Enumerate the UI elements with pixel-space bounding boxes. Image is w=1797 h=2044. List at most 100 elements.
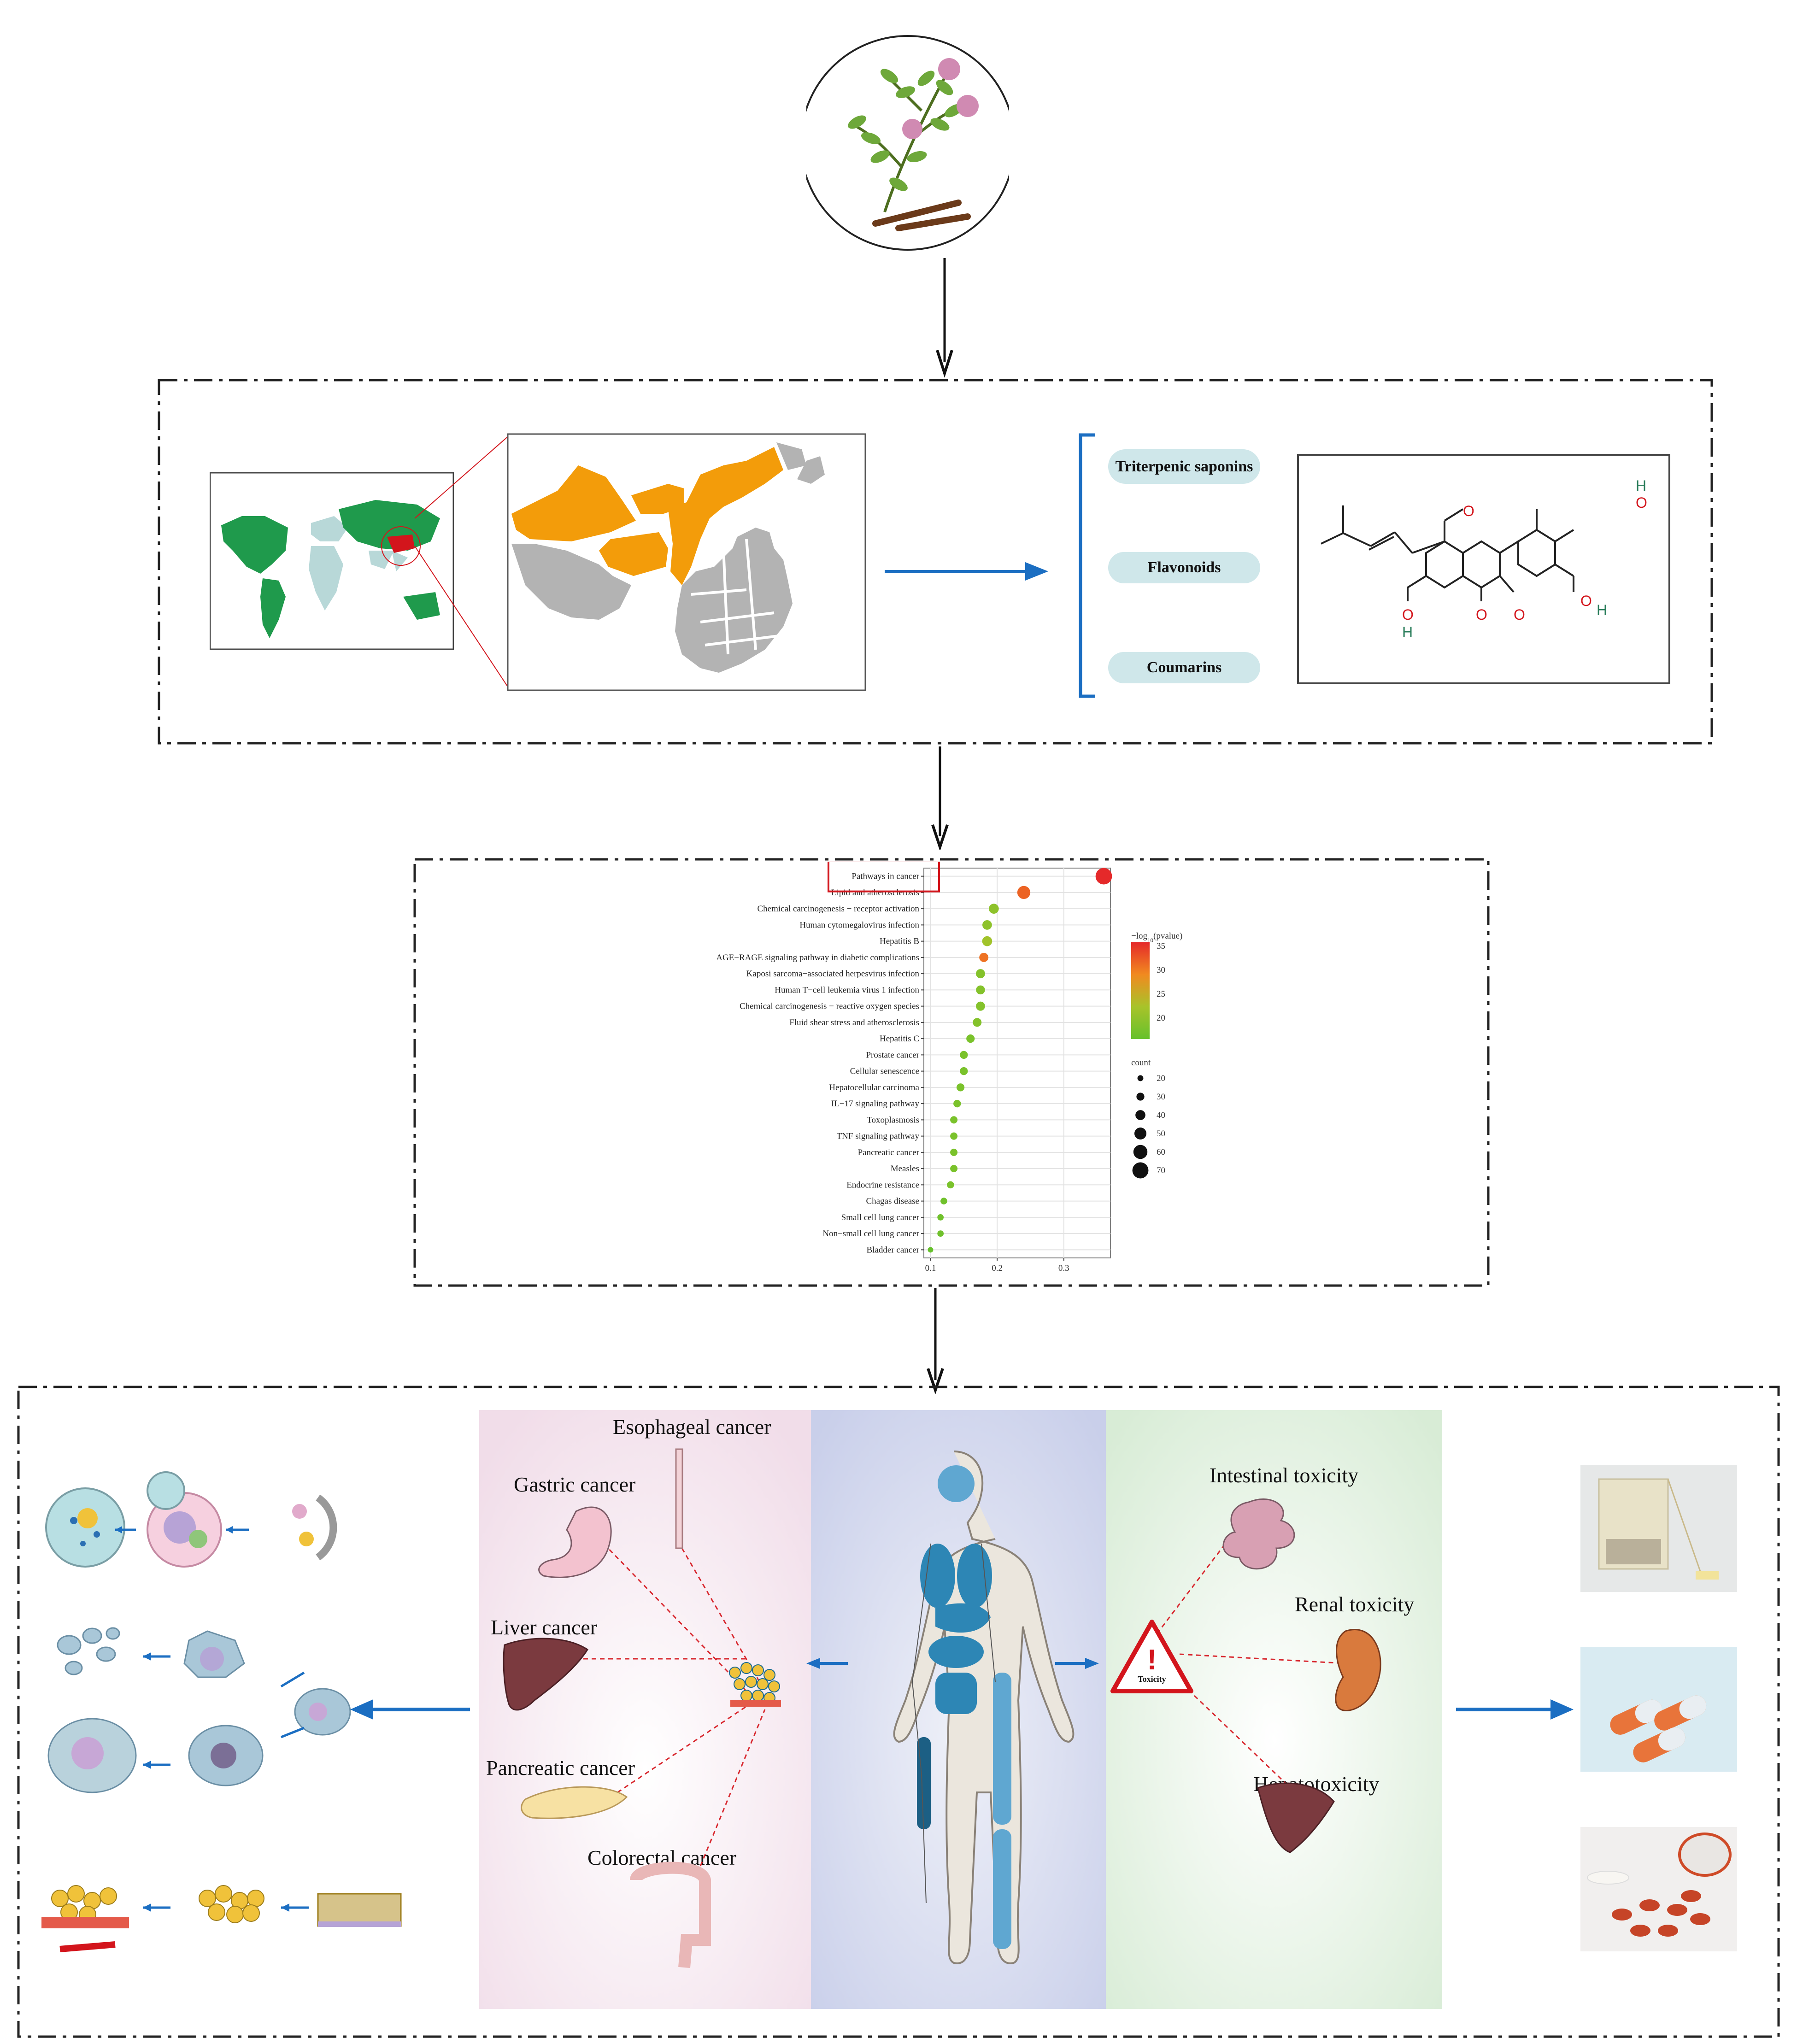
compound-class-pill: Triterpenic saponins bbox=[1108, 449, 1260, 484]
size-legend-tick: 30 bbox=[1157, 1092, 1165, 1102]
pathway-label: Chemical carcinogenesis − reactive oxyge… bbox=[740, 1002, 919, 1011]
molecule-atom-label: O bbox=[1402, 606, 1414, 623]
pathway-label: IL−17 signaling pathway bbox=[831, 1099, 920, 1109]
size-legend-dot bbox=[1135, 1110, 1145, 1120]
enrichment-point bbox=[953, 1099, 961, 1108]
size-legend-tick: 70 bbox=[1157, 1166, 1165, 1175]
flow-arrow-1 bbox=[936, 258, 953, 378]
enrichment-point bbox=[940, 1198, 947, 1204]
molecule-atom-label: H bbox=[1402, 624, 1413, 640]
enrichment-point bbox=[979, 952, 989, 962]
box-mechanism-frame bbox=[17, 1386, 1780, 2038]
x-tick-label: 0.1 bbox=[925, 1263, 936, 1273]
highlight-box bbox=[828, 862, 940, 893]
pathway-label: Cellular senescence bbox=[850, 1067, 919, 1076]
pathway-label: Human cytomegalovirus infection bbox=[799, 920, 919, 930]
product-capsules-image bbox=[1580, 1647, 1737, 1772]
warning-icon: ! bbox=[1147, 1644, 1157, 1676]
pathway-label: Kaposi sarcoma−associated herpesvirus in… bbox=[746, 969, 920, 979]
zoom-lines bbox=[414, 435, 510, 689]
liver-icon bbox=[1257, 1782, 1335, 1853]
autophagy-cell-sequence bbox=[45, 1471, 337, 1568]
enrichment-point bbox=[966, 1034, 975, 1043]
enrichment-point bbox=[956, 1083, 965, 1092]
product-tablets-image bbox=[1580, 1827, 1737, 1951]
box-enrichment-frame bbox=[413, 858, 1490, 1287]
toxicity-label-intestinal: Intestinal toxicity bbox=[1210, 1463, 1359, 1487]
enrichment-point bbox=[937, 1230, 944, 1237]
body-arrows bbox=[806, 1658, 1099, 1669]
pathway-label: Hepatitis C bbox=[880, 1034, 919, 1044]
china-distribution-map bbox=[507, 433, 866, 691]
pathway-label: Lipid and atherosclerosis bbox=[831, 888, 919, 898]
product-tea-bag-image bbox=[1580, 1465, 1737, 1592]
metastasis-cell-sequence bbox=[41, 1885, 402, 1952]
toxicity-label-renal: Renal toxicity bbox=[1295, 1592, 1415, 1616]
size-legend-tick: 40 bbox=[1157, 1110, 1165, 1120]
enrichment-point bbox=[950, 1165, 958, 1173]
pathway-label: TNF signaling pathway bbox=[837, 1132, 920, 1141]
pancreas-icon bbox=[521, 1786, 628, 1819]
pathway-label: Endocrine resistance bbox=[846, 1180, 919, 1190]
pathway-label: Toxoplasmosis bbox=[867, 1115, 919, 1125]
arrow-to-products bbox=[1456, 1699, 1574, 1720]
size-legend-dot bbox=[1134, 1127, 1147, 1140]
x-tick-label: 0.3 bbox=[1058, 1263, 1069, 1273]
enrichment-point bbox=[982, 920, 992, 930]
pathway-label: Prostate cancer bbox=[866, 1050, 919, 1060]
enrichment-point bbox=[973, 1018, 982, 1027]
pathway-label: Pathways in cancer bbox=[852, 872, 919, 881]
kidney-icon bbox=[1335, 1629, 1381, 1711]
pathway-label: Chagas disease bbox=[866, 1197, 919, 1206]
molecule-atom-label: O bbox=[1476, 606, 1487, 623]
cancer-organs-diagram bbox=[503, 1448, 781, 1968]
size-legend-dot bbox=[1133, 1145, 1148, 1159]
colon-icon bbox=[630, 1862, 711, 1968]
enrichment-point bbox=[937, 1214, 944, 1221]
enrichment-point bbox=[947, 1181, 954, 1189]
liver-icon bbox=[503, 1638, 589, 1711]
stomach-icon bbox=[538, 1506, 612, 1578]
intestine-icon bbox=[1222, 1498, 1295, 1570]
enrichment-point bbox=[1095, 868, 1112, 885]
color-legend-tick: 25 bbox=[1157, 989, 1165, 999]
pathway-label: Fluid shear stress and atherosclerosis bbox=[789, 1018, 919, 1028]
enrichment-point bbox=[928, 1247, 934, 1253]
toxicity-diagram: ! Toxicity bbox=[1110, 1498, 1381, 1853]
enrichment-point bbox=[975, 969, 985, 979]
molecule-structure: O O H O O H O O H bbox=[1297, 454, 1670, 684]
compound-bracket bbox=[1079, 433, 1095, 698]
flow-arrow-3 bbox=[927, 1288, 944, 1394]
pathway-label: AGE−RAGE signaling pathway in diabetic c… bbox=[716, 953, 919, 963]
pathway-label: Pancreatic cancer bbox=[858, 1148, 920, 1157]
molecule-atom-label: O bbox=[1514, 606, 1525, 623]
pathway-label: Human T−cell leukemia virus 1 infection bbox=[775, 985, 919, 995]
x-tick-label: 0.2 bbox=[992, 1263, 1003, 1273]
pathway-label: Hepatitis B bbox=[880, 937, 919, 946]
molecule-atom-label: H bbox=[1636, 477, 1646, 494]
enrichment-point bbox=[989, 904, 999, 914]
arrow-to-mechanisms bbox=[350, 1699, 470, 1720]
enrichment-point bbox=[960, 1051, 968, 1059]
color-legend-tick: 20 bbox=[1157, 1013, 1165, 1023]
plot-panel bbox=[923, 868, 1111, 1258]
molecule-atom-label: O bbox=[1463, 503, 1474, 519]
box-distribution-frame bbox=[158, 379, 1713, 745]
cancer-label-liver: Liver cancer bbox=[491, 1615, 598, 1639]
enrichment-point bbox=[1017, 886, 1031, 899]
color-legend-bar bbox=[1131, 942, 1150, 1039]
enrichment-point bbox=[982, 936, 992, 946]
compound-class-pill: Coumarins bbox=[1108, 652, 1260, 683]
cancer-label-gastric: Gastric cancer bbox=[514, 1473, 636, 1496]
size-legend-tick: 50 bbox=[1157, 1129, 1165, 1139]
pathway-label: Chemical carcinogenesis − receptor activ… bbox=[757, 904, 919, 914]
color-legend-tick: 35 bbox=[1157, 941, 1165, 951]
cancer-label-esophageal: Esophageal cancer bbox=[613, 1415, 771, 1439]
apoptosis-cell-sequence bbox=[47, 1627, 351, 1793]
size-legend-dot bbox=[1137, 1075, 1144, 1081]
pathway-label: Measles bbox=[891, 1164, 919, 1174]
world-map bbox=[210, 472, 454, 650]
size-legend-tick: 20 bbox=[1157, 1074, 1165, 1083]
pathway-label: Small cell lung cancer bbox=[841, 1213, 920, 1222]
arrow-to-compounds bbox=[885, 562, 1048, 581]
